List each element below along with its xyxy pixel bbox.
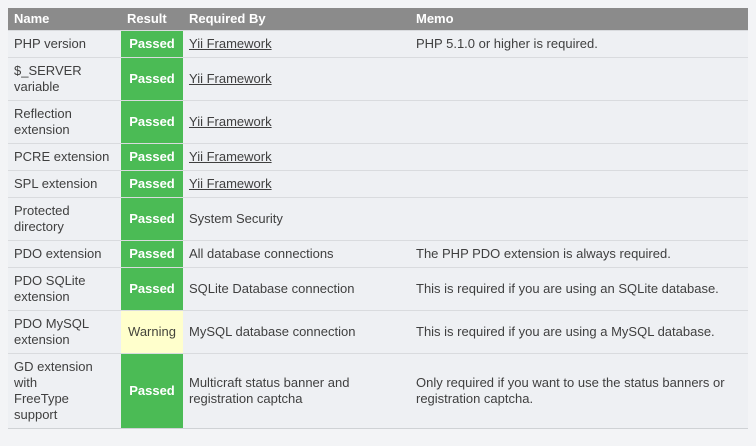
required-by-cell: Yii Framework — [183, 30, 410, 58]
result-badge: Passed — [121, 57, 183, 101]
required-by-label: Multicraft status banner and registratio… — [189, 375, 350, 406]
header-name: Name — [8, 8, 121, 31]
requirement-name: PDO MySQL extension — [8, 310, 121, 354]
result-badge: Passed — [121, 197, 183, 241]
result-badge: Passed — [121, 30, 183, 58]
requirement-name: PDO SQLite extension — [8, 267, 121, 311]
memo-cell — [410, 143, 748, 171]
requirement-name: $_SERVER variable — [8, 57, 121, 101]
table-row: PHP version Passed Yii Framework PHP 5.1… — [8, 30, 748, 58]
requirement-name: PDO extension — [8, 240, 121, 268]
yii-framework-link[interactable]: Yii Framework — [189, 114, 272, 129]
required-by-cell: All database connections — [183, 240, 410, 268]
yii-framework-link[interactable]: Yii Framework — [189, 149, 272, 164]
required-by-label: MySQL database connection — [189, 324, 356, 339]
table-row: $_SERVER variable Passed Yii Framework — [8, 57, 748, 101]
memo-cell: This is required if you are using an SQL… — [410, 267, 748, 311]
table-row: PDO SQLite extension Passed SQLite Datab… — [8, 267, 748, 311]
table-row: GD extension with FreeType support Passe… — [8, 353, 748, 429]
required-by-label: All database connections — [189, 246, 334, 261]
result-badge: Passed — [121, 143, 183, 171]
table-row: PDO extension Passed All database connec… — [8, 240, 748, 268]
table-row: SPL extension Passed Yii Framework — [8, 170, 748, 198]
table-body: PHP version Passed Yii Framework PHP 5.1… — [8, 30, 748, 429]
table-row: Reflection extension Passed Yii Framewor… — [8, 100, 748, 144]
required-by-cell: Yii Framework — [183, 100, 410, 144]
requirement-name: PHP version — [8, 30, 121, 58]
memo-cell — [410, 100, 748, 144]
required-by-cell: SQLite Database connection — [183, 267, 410, 311]
required-by-cell: System Security — [183, 197, 410, 241]
required-by-cell: Yii Framework — [183, 143, 410, 171]
result-badge: Warning — [121, 310, 183, 354]
memo-cell: Only required if you want to use the sta… — [410, 353, 748, 429]
required-by-label: System Security — [189, 211, 283, 226]
requirement-name: PCRE extension — [8, 143, 121, 171]
header-result: Result — [121, 8, 183, 31]
header-memo: Memo — [410, 8, 748, 31]
requirement-name: SPL extension — [8, 170, 121, 198]
result-badge: Passed — [121, 353, 183, 429]
required-by-cell: Yii Framework — [183, 57, 410, 101]
requirement-name: Protected directory — [8, 197, 121, 241]
required-by-cell: Yii Framework — [183, 170, 410, 198]
memo-cell: PHP 5.1.0 or higher is required. — [410, 30, 748, 58]
yii-framework-link[interactable]: Yii Framework — [189, 176, 272, 191]
memo-cell: This is required if you are using a MySQ… — [410, 310, 748, 354]
memo-cell — [410, 170, 748, 198]
yii-framework-link[interactable]: Yii Framework — [189, 71, 272, 86]
result-badge: Passed — [121, 267, 183, 311]
requirements-table: Name Result Required By Memo PHP version… — [8, 8, 748, 429]
header-required-by: Required By — [183, 8, 410, 31]
memo-cell — [410, 197, 748, 241]
requirement-name: GD extension with FreeType support — [8, 353, 121, 429]
required-by-cell: Multicraft status banner and registratio… — [183, 353, 410, 429]
requirements-page: Name Result Required By Memo PHP version… — [8, 8, 748, 429]
required-by-label: SQLite Database connection — [189, 281, 355, 296]
header-row: Name Result Required By Memo — [8, 8, 748, 31]
memo-cell — [410, 57, 748, 101]
result-badge: Passed — [121, 240, 183, 268]
table-row: Protected directory Passed System Securi… — [8, 197, 748, 241]
yii-framework-link[interactable]: Yii Framework — [189, 36, 272, 51]
required-by-cell: MySQL database connection — [183, 310, 410, 354]
table-row: PDO MySQL extension Warning MySQL databa… — [8, 310, 748, 354]
memo-cell: The PHP PDO extension is always required… — [410, 240, 748, 268]
result-badge: Passed — [121, 170, 183, 198]
result-badge: Passed — [121, 100, 183, 144]
table-header: Name Result Required By Memo — [8, 8, 748, 31]
requirement-name: Reflection extension — [8, 100, 121, 144]
table-row: PCRE extension Passed Yii Framework — [8, 143, 748, 171]
